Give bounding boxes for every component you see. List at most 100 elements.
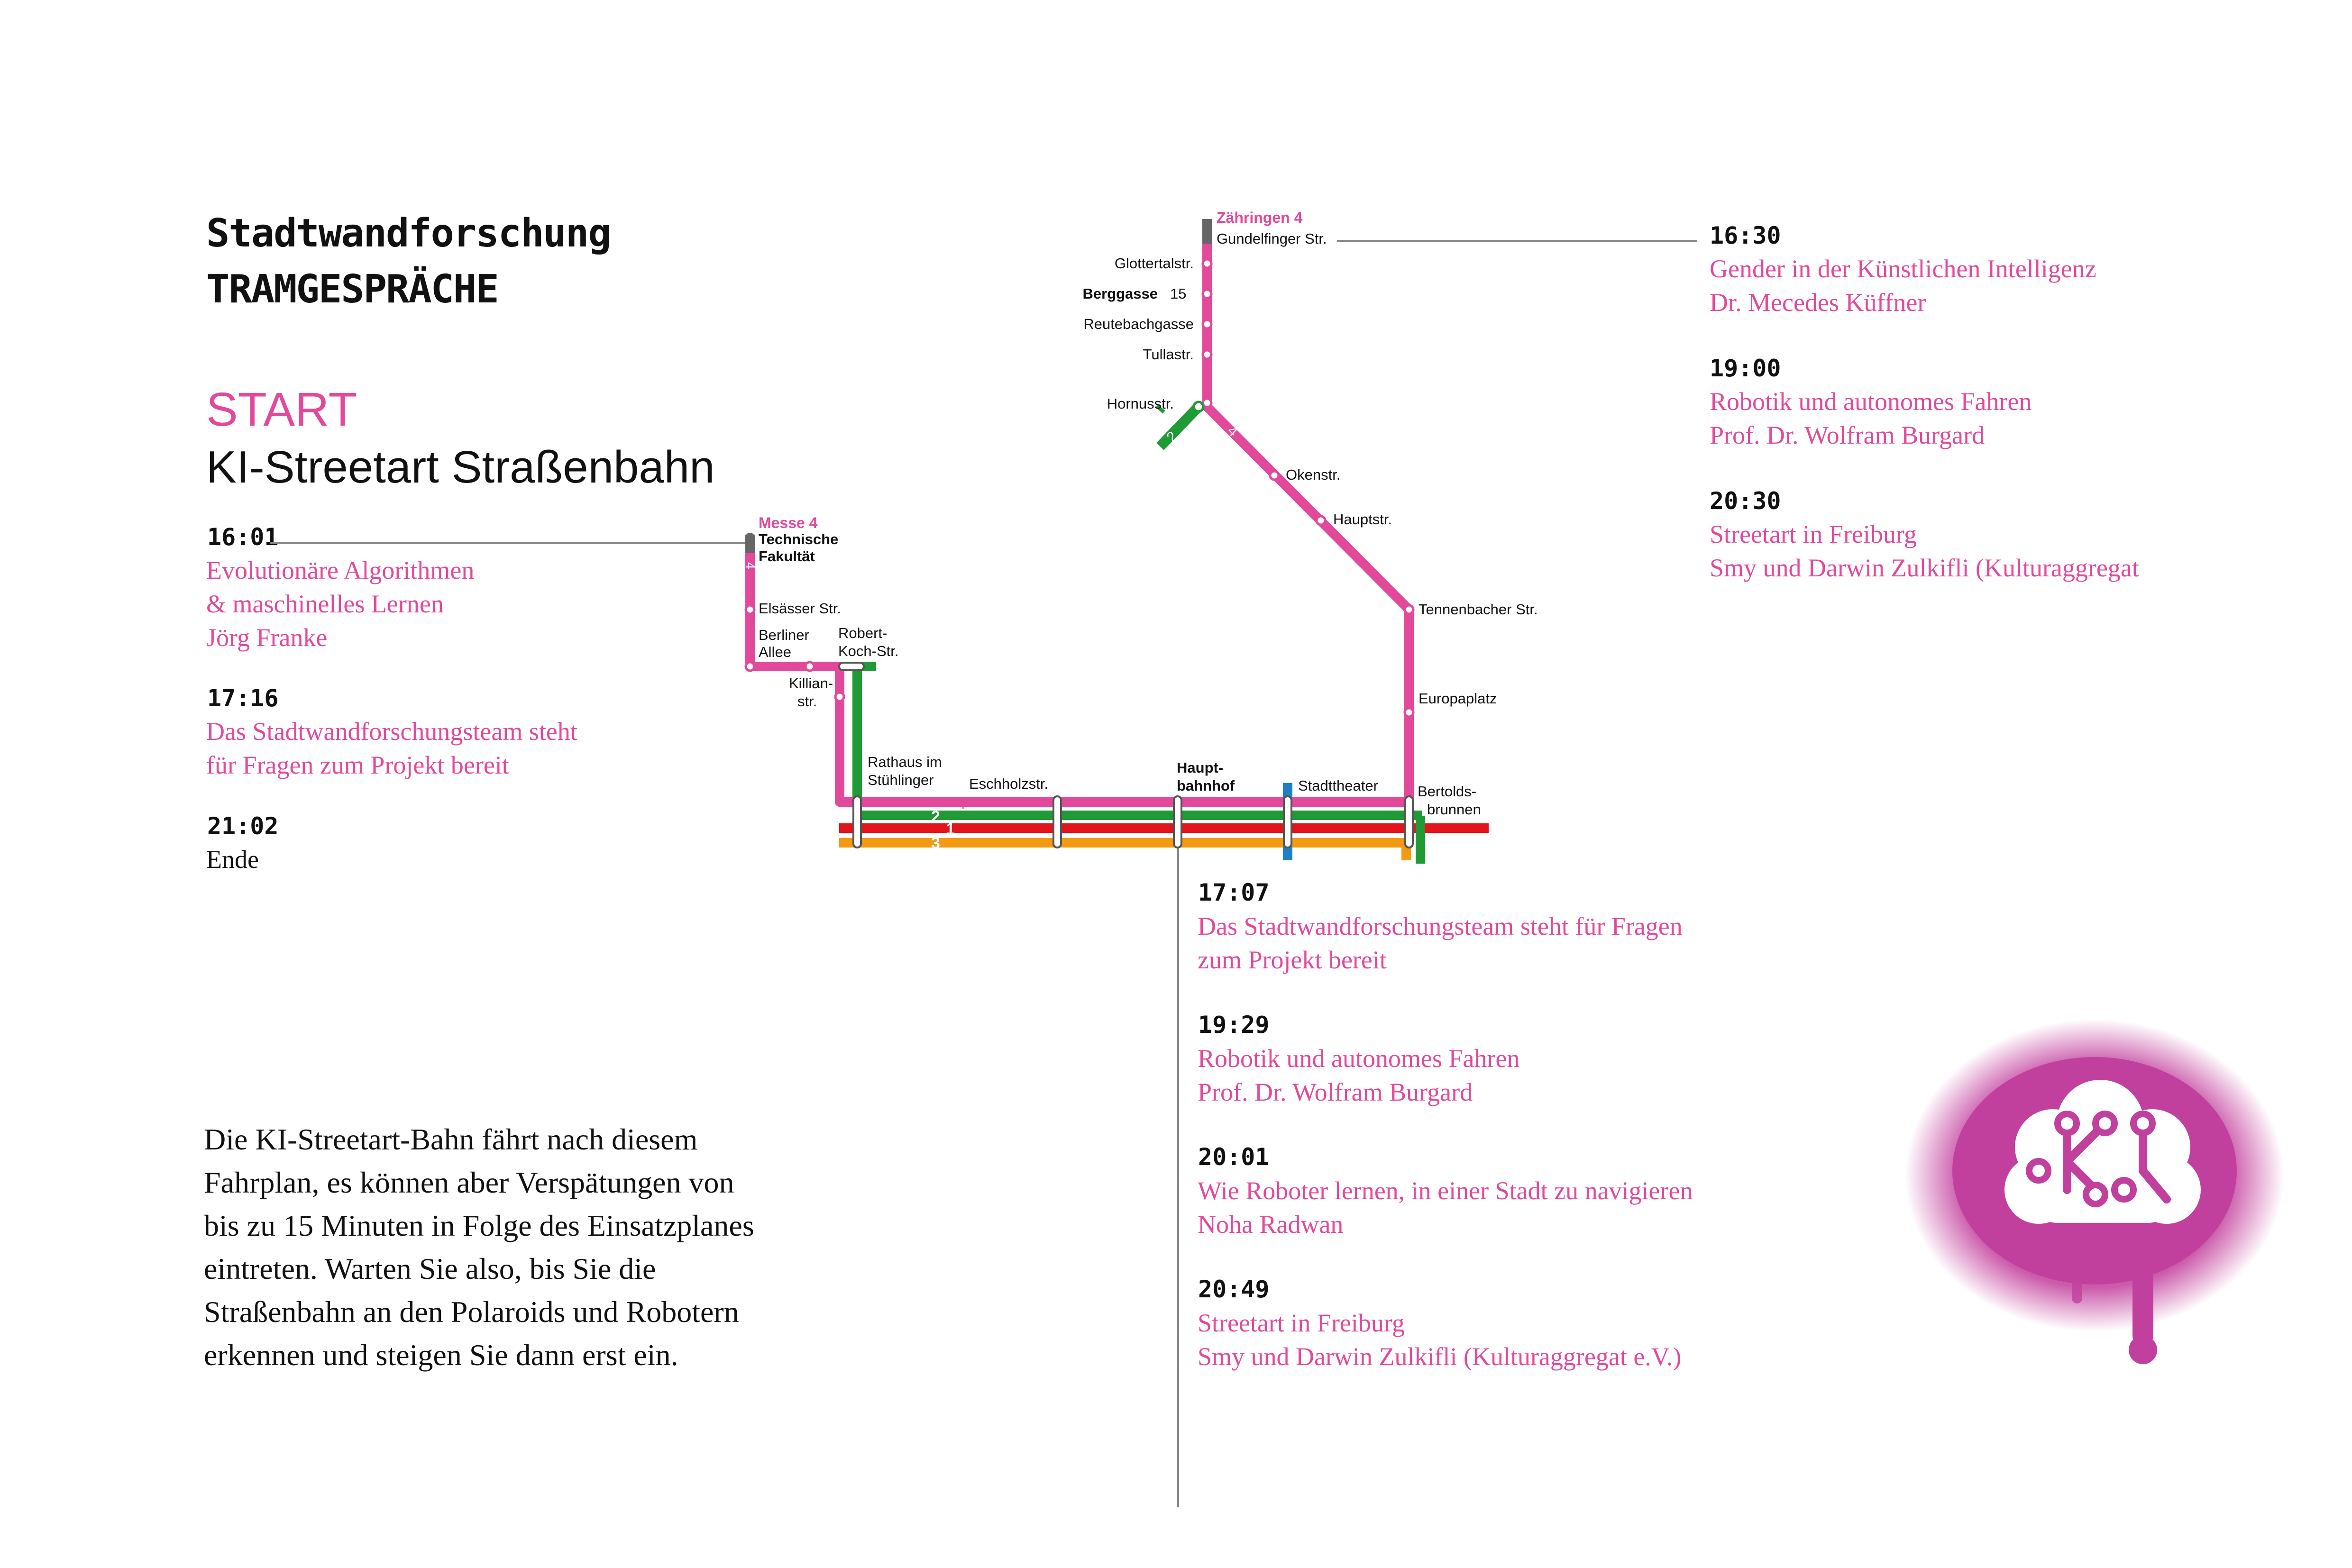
station-label-rathaus: Rathaus im (868, 754, 942, 770)
schedule-time: 19:00 (1710, 355, 1781, 382)
station-dot (1201, 258, 1213, 269)
station-label-berggasse-line: 15 (1170, 285, 1186, 302)
station-dot (744, 604, 756, 615)
station-label-berggasse: Berggasse (1082, 285, 1158, 302)
line-number-label: 3 (931, 834, 940, 852)
schedule-time: 16:01 (207, 523, 279, 551)
station-label-techfak: Fakultät (759, 548, 815, 565)
station-dot (1315, 515, 1327, 526)
line-number-label: 4 (743, 562, 758, 569)
terminus-messe-label: Messe 4 (759, 514, 818, 531)
schedule-line: Streetart in Freiburg (1710, 520, 1917, 548)
station-label-hbf: Haupt- (1177, 759, 1223, 776)
interchange-marker (1283, 795, 1292, 848)
spray-drip (2132, 1251, 2153, 1346)
station-label-oken: Okenstr. (1286, 466, 1340, 483)
station-label-techfak: Technische (759, 531, 838, 547)
schedule-time: 17:16 (207, 684, 279, 712)
interchange-marker (1052, 795, 1062, 848)
schedule-line: für Fragen zum Projekt bereit (206, 751, 509, 779)
line-number-label: 1 (946, 820, 955, 838)
interchange-marker (852, 795, 862, 848)
title-line-1: Stadtwandforschung (206, 211, 612, 256)
schedule-time: 16:30 (1710, 222, 1781, 249)
station-label-eschholz: Eschholzstr. (969, 775, 1048, 792)
station-dot (1403, 707, 1415, 718)
spray-drip (2072, 1261, 2082, 1304)
schedule-line: Prof. Dr. Wolfram Burgard (1198, 1078, 1473, 1106)
station-dot (744, 661, 756, 672)
station-label-hornuss: Hornusstr. (1107, 395, 1174, 412)
station-label-haupt: Hauptstr. (1333, 511, 1392, 528)
station-label-europaplatz: Europaplatz (1419, 690, 1497, 707)
notice-line: bis zu 15 Minuten in Folge des Einsatzpl… (204, 1209, 754, 1242)
station-dot (804, 661, 815, 672)
schedule-line: Evolutionäre Algorithmen (206, 556, 475, 584)
schedule-line: Smy und Darwin Zulkifli (Kulturaggregat … (1198, 1342, 1682, 1371)
terminus-zaehringen-marker (1202, 219, 1212, 244)
line-4-north-branch (1202, 221, 1414, 802)
schedule-line: Robotik und autonomes Fahren (1710, 387, 2032, 416)
station-label-hbf: bahnhof (1177, 777, 1235, 794)
schedule-line: Das Stadtwandforschungsteam steht für Fr… (1198, 912, 1683, 940)
station-label-stadttheater: Stadttheater (1298, 777, 1378, 794)
schedule-line: Robotik und autonomes Fahren (1198, 1044, 1520, 1073)
schedule-time: 20:01 (1198, 1143, 1270, 1171)
station-label-robertkoch: Robert- (838, 625, 887, 641)
schedule-line: Gender in der Künstlichen Intelligenz (1710, 255, 2096, 283)
notice-paragraph: Die KI-Streetart-Bahn fährt nach diesem … (204, 1118, 754, 1377)
station-dot (1201, 349, 1213, 360)
notice-line: Straßenbahn an den Polaroids und Roboter… (204, 1295, 739, 1329)
notice-line: erkennen und steigen Sie dann erst ein. (204, 1338, 678, 1372)
interchange-marker (1404, 795, 1414, 848)
terminus-messe-marker (745, 533, 755, 542)
station-label-reutebach: Reutebachgasse (1083, 316, 1194, 332)
schedule-line: & maschinelles Lernen (206, 590, 444, 618)
station-label-berliner: Berliner (759, 627, 809, 643)
station-dot (1192, 401, 1205, 413)
station-label-bertolds: brunnen (1427, 801, 1481, 818)
station-label-gundelfinger: Gundelfinger Str. (1217, 230, 1327, 247)
schedule-time: 17:07 (1198, 879, 1270, 906)
line-2-north-branch (1156, 403, 1202, 450)
circuit-nodes (2026, 1111, 2156, 1207)
station-label-glottertal: Glottertalstr. (1115, 255, 1194, 272)
station-label-rathaus: Stühlinger (868, 772, 934, 788)
schedule-time: 19:29 (1198, 1011, 1270, 1039)
station-label-elsaesser: Elsässer Str. (759, 600, 841, 617)
schedule-line: Wie Roboter lernen, in einer Stadt zu na… (1198, 1176, 1693, 1205)
station-label-robertkoch: Koch-Str. (838, 643, 899, 659)
schedule-line: zum Projekt bereit (1198, 946, 1387, 974)
title-line-2: TRAMGESPRÄCHE (206, 267, 499, 312)
schedule-line: Streetart in Freiburg (1198, 1309, 1405, 1337)
schedule-line: Noha Radwan (1198, 1210, 1344, 1239)
interchange-marker (838, 662, 865, 671)
station-dot (1269, 470, 1280, 481)
station-label-killian: Killian- (789, 675, 833, 692)
station-label-bertolds: Bertolds- (1418, 783, 1476, 800)
interchange-marker (1173, 795, 1182, 848)
station-label-tennenbacher: Tennenbacher Str. (1419, 601, 1538, 618)
station-label-tulla: Tullastr. (1143, 346, 1194, 363)
station-label-berliner: Allee (759, 644, 791, 660)
station-label-killian: str. (797, 693, 817, 710)
line-2-north-branch (1155, 404, 1165, 414)
schedule-line: Jörg Franke (206, 623, 328, 652)
terminus-zaehringen-label: Zähringen 4 (1217, 209, 1303, 226)
start-label: START (206, 383, 357, 436)
schedule-line: Prof. Dr. Wolfram Burgard (1710, 421, 1985, 449)
spray-drip (2129, 1336, 2157, 1364)
station-dot (1201, 319, 1213, 330)
notice-line: Fahrplan, es können aber Verspätungen vo… (204, 1166, 734, 1199)
schedule-time: 21:02 (207, 812, 279, 840)
station-dot (1201, 288, 1213, 300)
schedule-line: Das Stadtwandforschungsteam steht (206, 717, 577, 746)
page-subtitle: KI-Streetart Straßenbahn (206, 442, 715, 492)
line-number-label: 2 (931, 808, 940, 826)
station-dot (1403, 604, 1415, 615)
schedule-time: 20:30 (1710, 487, 1781, 515)
schedule-line: Smy und Darwin Zulkifli (Kulturaggregat (1710, 554, 2139, 582)
station-dot (834, 691, 845, 702)
notice-line: Die KI-Streetart-Bahn fährt nach diesem (204, 1122, 698, 1156)
